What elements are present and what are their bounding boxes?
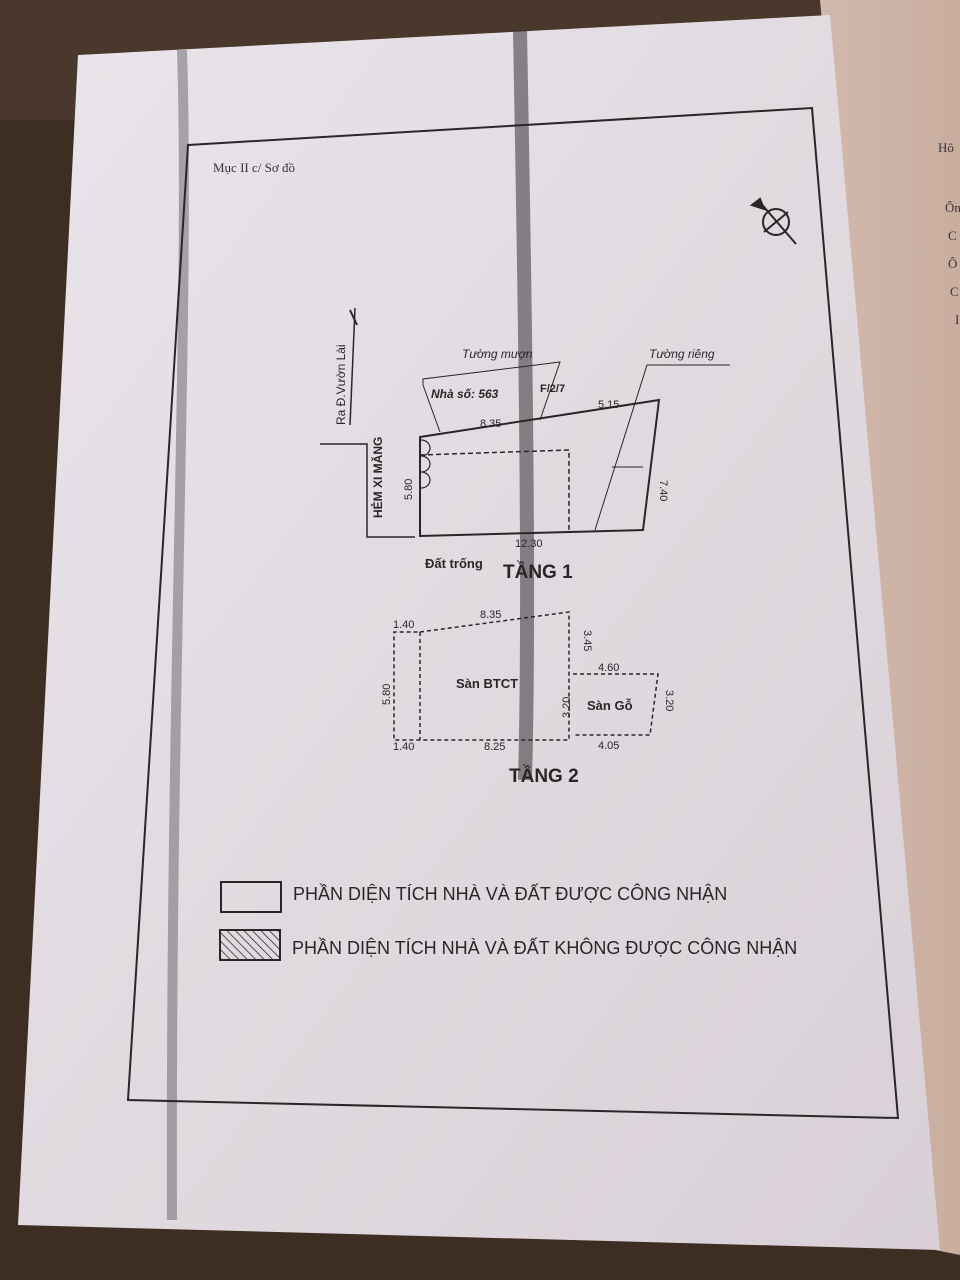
dim-wood-bottom: 4.05 (598, 740, 619, 752)
legend-swatch-recognized (220, 881, 282, 913)
dim-bottom: 8.25 (484, 741, 505, 753)
right-page-text: Hô Ôn C Ô C I (938, 140, 960, 327)
house-number: Nhà số: 563 (431, 387, 499, 401)
paper-sheet (18, 15, 940, 1250)
north-arrow-icon (749, 197, 797, 245)
svg-text:Ôn: Ôn (945, 200, 960, 215)
section-label: Mục II c/ Sơ đồ (213, 160, 295, 175)
borrowed-wall-label: Tường mượn (462, 347, 533, 361)
floor2-plan: 1.40 8.35 3.45 4.60 5.80 3.20 3.20 1.40 … (381, 609, 675, 787)
legend: PHẦN DIỆN TÍCH NHÀ VÀ ĐẤT ĐƯỢC CÔNG NHẬN… (219, 881, 797, 961)
dim-bottom-left: 1.40 (393, 741, 414, 753)
dim-wood-top: 4.60 (598, 662, 619, 674)
svg-text:Ô: Ô (948, 256, 957, 271)
floor1-plan: Ra Đ.Vườn Lài HẺM XI MĂNG Tường mượn Nhà… (320, 307, 730, 583)
dim-left: 5.80 (403, 479, 415, 500)
door-icon (420, 439, 431, 489)
dim-wood-right: 3.20 (663, 690, 675, 711)
road-label: Ra Đ.Vườn Lài (334, 344, 348, 425)
dim-top-right: 5.15 (598, 399, 619, 411)
dim-top-left: 1.40 (393, 619, 414, 631)
svg-text:Hô: Hô (938, 140, 954, 155)
floor2-title: TẦNG 2 (509, 765, 579, 787)
legend-label-unrecognized: PHẦN DIỆN TÍCH NHÀ VÀ ĐẤT KHÔNG ĐƯỢC CÔN… (292, 937, 797, 958)
dim-mid: 3.20 (561, 697, 573, 718)
svg-text:I: I (955, 312, 959, 327)
floor1-outline (419, 398, 661, 538)
empty-lot-label: Đất trống (425, 556, 483, 571)
svg-text:C: C (950, 284, 959, 299)
concrete-floor-label: Sàn BTCT (456, 676, 518, 691)
dim-bottom: 12.30 (515, 538, 543, 550)
private-wall-label: Tường riêng (649, 347, 715, 361)
dim-top: 8.35 (480, 609, 501, 621)
frame-border (126, 106, 900, 1120)
alley-label: HẺM XI MĂNG (370, 437, 385, 518)
floor1-title: TẦNG 1 (503, 561, 573, 583)
dim-left: 5.80 (381, 684, 393, 705)
wood-floor-label: Sàn Gỗ (587, 698, 633, 713)
legend-label-recognized: PHẦN DIỆN TÍCH NHÀ VÀ ĐẤT ĐƯỢC CÔNG NHẬN (293, 883, 727, 904)
dim-top-left: 8.35 (480, 418, 501, 430)
dim-right: 7.40 (657, 480, 669, 501)
dim-right-upper: 3.45 (581, 630, 593, 651)
house-number-suffix: F/2/7 (540, 383, 565, 395)
legend-swatch-unrecognized (219, 929, 281, 961)
svg-text:C: C (948, 228, 957, 243)
